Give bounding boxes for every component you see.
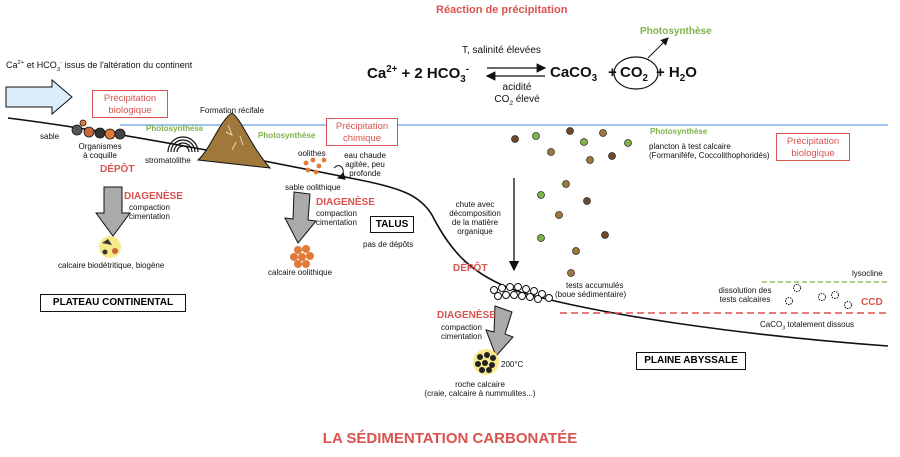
- calcaire-ool-label: calcaire oolithique: [268, 268, 333, 277]
- shell-organisms-icon: [71, 119, 126, 140]
- eau-chaude-line1: eau chaude: [344, 151, 386, 160]
- photosynthese-2: Photosynthèse: [258, 131, 316, 140]
- oolites-icon: [303, 157, 327, 175]
- reef-mound: [196, 112, 272, 169]
- oolithes-label: oolithes: [298, 149, 326, 158]
- condition-bottom-2: CO2 élevé: [494, 94, 540, 107]
- calcaire-oolithique-icon: [290, 245, 314, 268]
- photosynthese-1: Photosynthèse: [146, 124, 204, 133]
- precipitation-biologique-box-left: Précipitation biologique: [92, 90, 168, 118]
- ccd-label: CCD: [861, 297, 883, 308]
- talus-box: TALUS: [370, 216, 414, 233]
- plancton-line1: plancton à test calcaire: [649, 142, 731, 151]
- reef-texture: [225, 124, 244, 151]
- eau-chaude-line3: profonde: [349, 169, 381, 178]
- chute-line1: chute avec: [455, 200, 495, 209]
- roche-calcaire-icon: [473, 349, 499, 375]
- organismes-line2: à coquille: [83, 151, 117, 160]
- continental-input-arrow: [5, 78, 73, 116]
- pas-depots-label: pas de dépôts: [363, 240, 414, 249]
- diagenese-label-1: DIAGENÈSE: [124, 191, 183, 202]
- product-co2: CO2: [620, 64, 648, 84]
- dissolution-line1: dissolution des: [718, 286, 772, 295]
- source-label: Ca2+ et HCO3- issus de l'altération du c…: [6, 60, 193, 73]
- photosynthese-3: Photosynthèse: [650, 127, 708, 136]
- roche-line1: roche calcaire: [455, 380, 505, 389]
- precip-chim-line1: Précipitation: [335, 121, 389, 132]
- reaction-heading: Réaction de précipitation: [436, 4, 568, 16]
- stromatolithe-label: stromatolithe: [145, 156, 191, 165]
- temperature-label: 200°C: [501, 360, 524, 369]
- plancton-line2: (Formaniféfe, Coccolithophoridés): [649, 151, 770, 160]
- plateau-continental-box: PLATEAU CONTINENTAL: [40, 294, 186, 312]
- precip-chim-line2: chimique: [342, 132, 382, 144]
- condition-top: T, salinité élevées: [462, 45, 541, 56]
- formation-recifale-label: Formation récifale: [200, 106, 265, 115]
- precipitation-biologique-box-right: Précipitation biologique: [776, 133, 850, 161]
- cimentation-3: cimentation: [441, 332, 482, 341]
- chute-line2: décomposition: [449, 209, 501, 218]
- stromatolite-icon: [167, 136, 199, 153]
- condition-bottom-1: acidité: [502, 82, 532, 93]
- eau-chaude-line2: agitée, peu: [345, 160, 385, 169]
- precip-bio-left-line1: Précipitation: [103, 93, 157, 104]
- agitation-arrow: [333, 165, 346, 180]
- grey-arrows: [95, 186, 514, 357]
- plaine-abyssale-box: PLAINE ABYSSALE: [636, 352, 746, 370]
- diagenese-label-2: DIAGENÈSE: [316, 197, 375, 208]
- product-caco3: CaCO3: [550, 64, 598, 84]
- sable-label: sable: [40, 132, 60, 141]
- precipitation-chimique-box: Précipitation chimique: [326, 118, 398, 146]
- page-title: LA SÉDIMENTATION CARBONATÉE: [322, 430, 578, 447]
- dissolution-line2: tests calcaires: [719, 295, 771, 304]
- depot-label-2: DÉPÔT: [453, 263, 488, 274]
- photosynthese-arrow: [647, 37, 669, 59]
- roche-line2: (craie, calcaire à nummulites...): [424, 389, 536, 398]
- organismes-line1: Organismes: [78, 142, 122, 151]
- co2-circle: [613, 56, 659, 90]
- chute-line3: de la matière: [451, 218, 499, 227]
- tests-line1: tests accumulés: [566, 281, 624, 290]
- precip-bio-right-line2: biologique: [791, 147, 835, 159]
- caco3-dissous-label: CaCO3 totalement dissous: [760, 320, 855, 332]
- depot-label-1: DÉPÔT: [100, 164, 135, 175]
- compaction-1: compaction: [129, 203, 170, 212]
- product-h2o: + H2O: [656, 64, 697, 84]
- chute-line4: organique: [457, 227, 493, 236]
- diagenese-label-3: DIAGENÈSE: [437, 310, 496, 321]
- lysocline-label: lysocline: [852, 269, 883, 278]
- precip-bio-right-line1: Précipitation: [786, 136, 840, 147]
- calcaire-biodetritique-icon: [99, 236, 121, 258]
- precip-bio-left-line2: biologique: [108, 104, 152, 116]
- calcaire-bio-label: calcaire biodétritique, biogène: [58, 261, 165, 270]
- dissolving-tests: [785, 284, 852, 309]
- product-plus: +: [608, 64, 617, 81]
- tests-line2: (boue sédimentaire): [555, 290, 627, 299]
- plankton-particles: [511, 127, 632, 277]
- reaction-left: Ca2+ + 2 HCO3-: [367, 64, 469, 85]
- accumulated-tests: [490, 283, 553, 303]
- cimentation-1: cimentation: [129, 212, 170, 221]
- sable-oolithique-label: sable oolithique: [285, 183, 341, 192]
- cimentation-2: cimentation: [316, 218, 357, 227]
- compaction-3: compaction: [441, 323, 482, 332]
- photosynthese-co2-label: Photosynthèse: [640, 26, 712, 37]
- compaction-2: compaction: [316, 209, 357, 218]
